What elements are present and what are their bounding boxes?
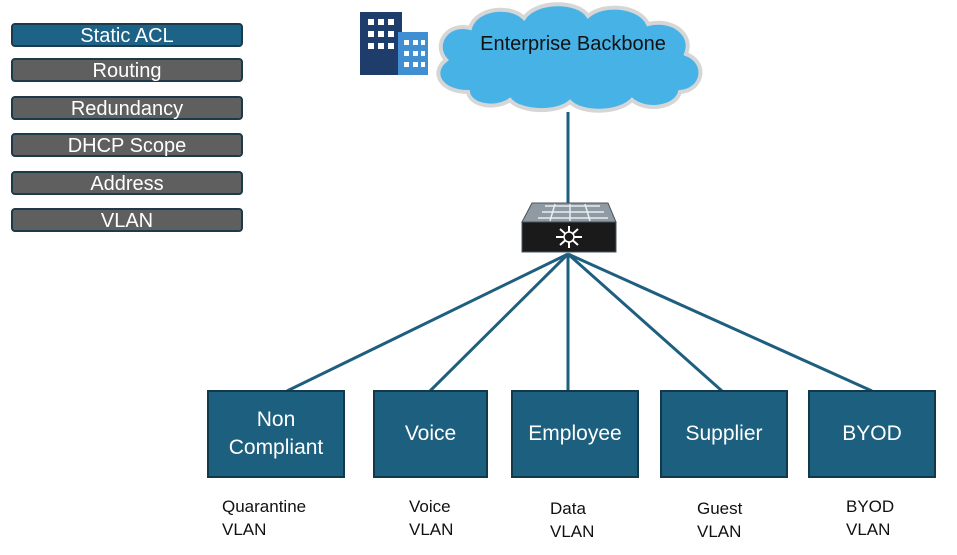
segment-byod[interactable]: BYOD [808, 390, 936, 478]
caption-guest-vlan: Guest VLAN [697, 499, 743, 541]
segment-employee[interactable]: Employee [511, 390, 639, 478]
segment-supplier[interactable]: Supplier [660, 390, 788, 478]
layer-dhcp-scope[interactable]: DHCP Scope [11, 133, 243, 157]
layer-vlan[interactable]: VLAN [11, 208, 243, 232]
segment-voice[interactable]: Voice [373, 390, 488, 478]
layer-static-acl[interactable]: Static ACL [11, 23, 243, 47]
network-switch-icon [521, 202, 617, 253]
caption-byod-vlan: BYOD VLAN [846, 497, 895, 539]
cloud-icon [436, 2, 703, 113]
segment-non-compliant[interactable]: Non Compliant [207, 390, 345, 478]
layer-redundancy[interactable]: Redundancy [11, 96, 243, 120]
link-voice [428, 252, 570, 393]
cloud-label: Enterprise Backbone [480, 33, 666, 55]
caption-voice-vlan: Voice VLAN [409, 497, 454, 539]
layer-routing[interactable]: Routing [11, 58, 243, 82]
link-non-compliant [286, 252, 569, 393]
link-supplier [567, 252, 723, 393]
link-byod [567, 252, 873, 393]
building-icon [360, 12, 428, 75]
layer-address[interactable]: Address [11, 171, 243, 195]
links [286, 112, 873, 393]
caption-quarantine-vlan: Quarantine VLAN [222, 497, 307, 539]
caption-data-vlan: Data VLAN [550, 499, 595, 541]
